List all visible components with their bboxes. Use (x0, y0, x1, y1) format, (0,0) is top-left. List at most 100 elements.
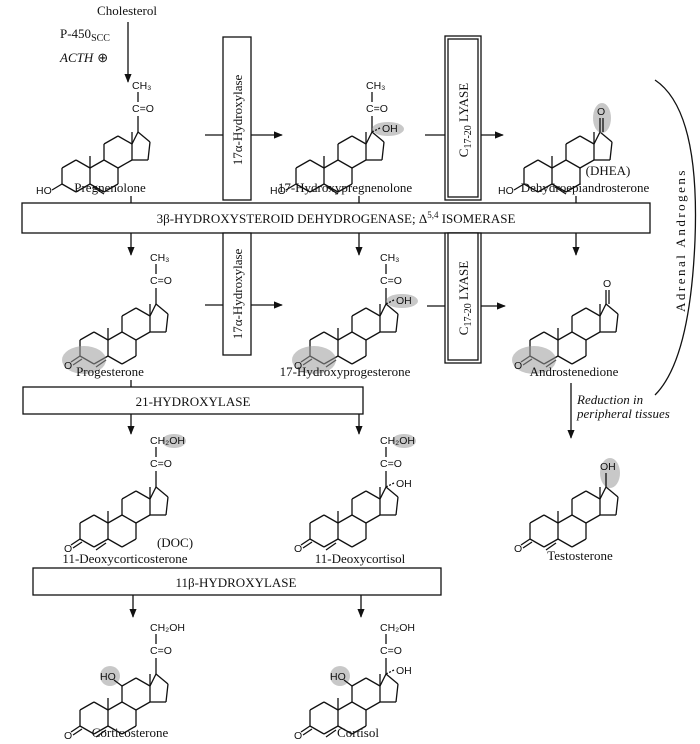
enzyme-11b-hydroxylase: 11β-HYDROXYLASE (176, 575, 297, 590)
bond (571, 307, 587, 317)
bond (135, 514, 151, 524)
bond (323, 701, 339, 711)
enzyme-lyase-mid: C17-20 LYASE (456, 261, 474, 335)
enzyme-box-17a-hydroxylase-mid (222, 232, 252, 356)
molecule-dhea: HO O (498, 103, 613, 197)
bond (103, 135, 119, 145)
keto-3: O (64, 730, 72, 742)
bond (93, 725, 109, 735)
bond (89, 183, 105, 193)
c21-methyl: CH₃ (380, 252, 399, 264)
enzyme-3b-hsd: 3β-HYDROXYSTEROID DEHYDROGENASE; Δ5,4 IS… (157, 210, 516, 226)
bond (543, 514, 559, 524)
bond (605, 303, 619, 315)
bond (323, 183, 339, 193)
enzyme-17a-hydroxylase-mid: 17α-Hydroxylase (230, 248, 245, 339)
hydroxyl-17: OH (396, 665, 412, 677)
bond (557, 355, 573, 365)
bond (351, 514, 367, 524)
c20-ketone: C=O (150, 458, 172, 470)
bond (147, 141, 151, 161)
keto-3: O (514, 543, 522, 555)
bond (79, 725, 95, 735)
bond (585, 514, 601, 524)
molecule-testosterone: OOH (514, 458, 620, 555)
bond (337, 355, 353, 365)
c21-methyl: CH₃ (150, 252, 169, 264)
bond (385, 303, 399, 315)
bond (371, 131, 385, 143)
bond (571, 514, 587, 524)
bond (165, 683, 169, 703)
bond (121, 677, 137, 687)
bond (385, 486, 399, 498)
c20-ketone: C=O (150, 645, 172, 657)
bond (323, 538, 339, 548)
delta4-bond (95, 542, 107, 551)
bond (337, 135, 353, 145)
enzyme-box-lyase-mid-inner (447, 232, 479, 361)
hydroxyprogesterone17-label: 17-Hydroxyprogesterone (280, 364, 411, 379)
bond (323, 159, 339, 169)
c21-ch2oh: CH₂OH (380, 622, 415, 634)
highlight-17-hydroxyl (600, 458, 620, 488)
delta4-bond (95, 729, 107, 738)
bond (551, 159, 567, 169)
doc-label: 11-Deoxycorticosterone (62, 551, 187, 566)
bond (107, 514, 123, 524)
enzyme-17a-hydroxylase-top: 17α-Hydroxylase (230, 74, 245, 165)
bond (365, 514, 381, 524)
bond (337, 159, 353, 169)
bond (523, 159, 539, 169)
bond (79, 538, 95, 548)
c20-ketone: C=O (366, 103, 388, 115)
hydroxyl-3: HO (498, 185, 514, 197)
c21-methyl: CH₃ (366, 80, 385, 92)
c21-ch2oh: CH₂OH (380, 435, 415, 447)
bond (75, 183, 91, 193)
bond (309, 725, 325, 735)
keto-3: O (64, 543, 72, 555)
enzyme-box-21-hydroxylase (22, 386, 364, 415)
bond (89, 159, 105, 169)
bond (571, 538, 587, 548)
bond (351, 331, 367, 341)
bond (155, 486, 169, 498)
highlight-3-keto (62, 346, 106, 374)
bond (557, 538, 573, 548)
hydroxyl-17: OH (396, 478, 412, 490)
c11-oh-bond (343, 679, 353, 687)
enzyme-box-17a-hydroxylase-top (222, 36, 252, 201)
bond (351, 307, 367, 317)
bond (365, 677, 381, 687)
cortisol-label: Cortisol (337, 725, 379, 740)
hydroxyl-3: HO (270, 185, 286, 197)
bond (309, 331, 325, 341)
bond (579, 135, 595, 145)
c3-keto-bond (70, 538, 81, 546)
bond (79, 701, 95, 711)
keto-3: O (514, 360, 522, 372)
delta5-bond (554, 186, 567, 195)
keto-17: O (597, 106, 605, 118)
bond (529, 538, 545, 548)
bond (323, 331, 339, 341)
bond (365, 701, 381, 711)
bond (395, 496, 399, 516)
bond (365, 131, 373, 145)
enzyme-21-hydroxylase: 21-HYDROXYLASE (136, 394, 251, 409)
bond (379, 303, 387, 317)
c3-keto-bond-2 (72, 541, 83, 549)
bond (295, 183, 311, 193)
bond (557, 331, 573, 341)
bond (93, 514, 109, 524)
pregnenolone-label: Pregnenolone (74, 180, 146, 195)
bond (121, 701, 137, 711)
